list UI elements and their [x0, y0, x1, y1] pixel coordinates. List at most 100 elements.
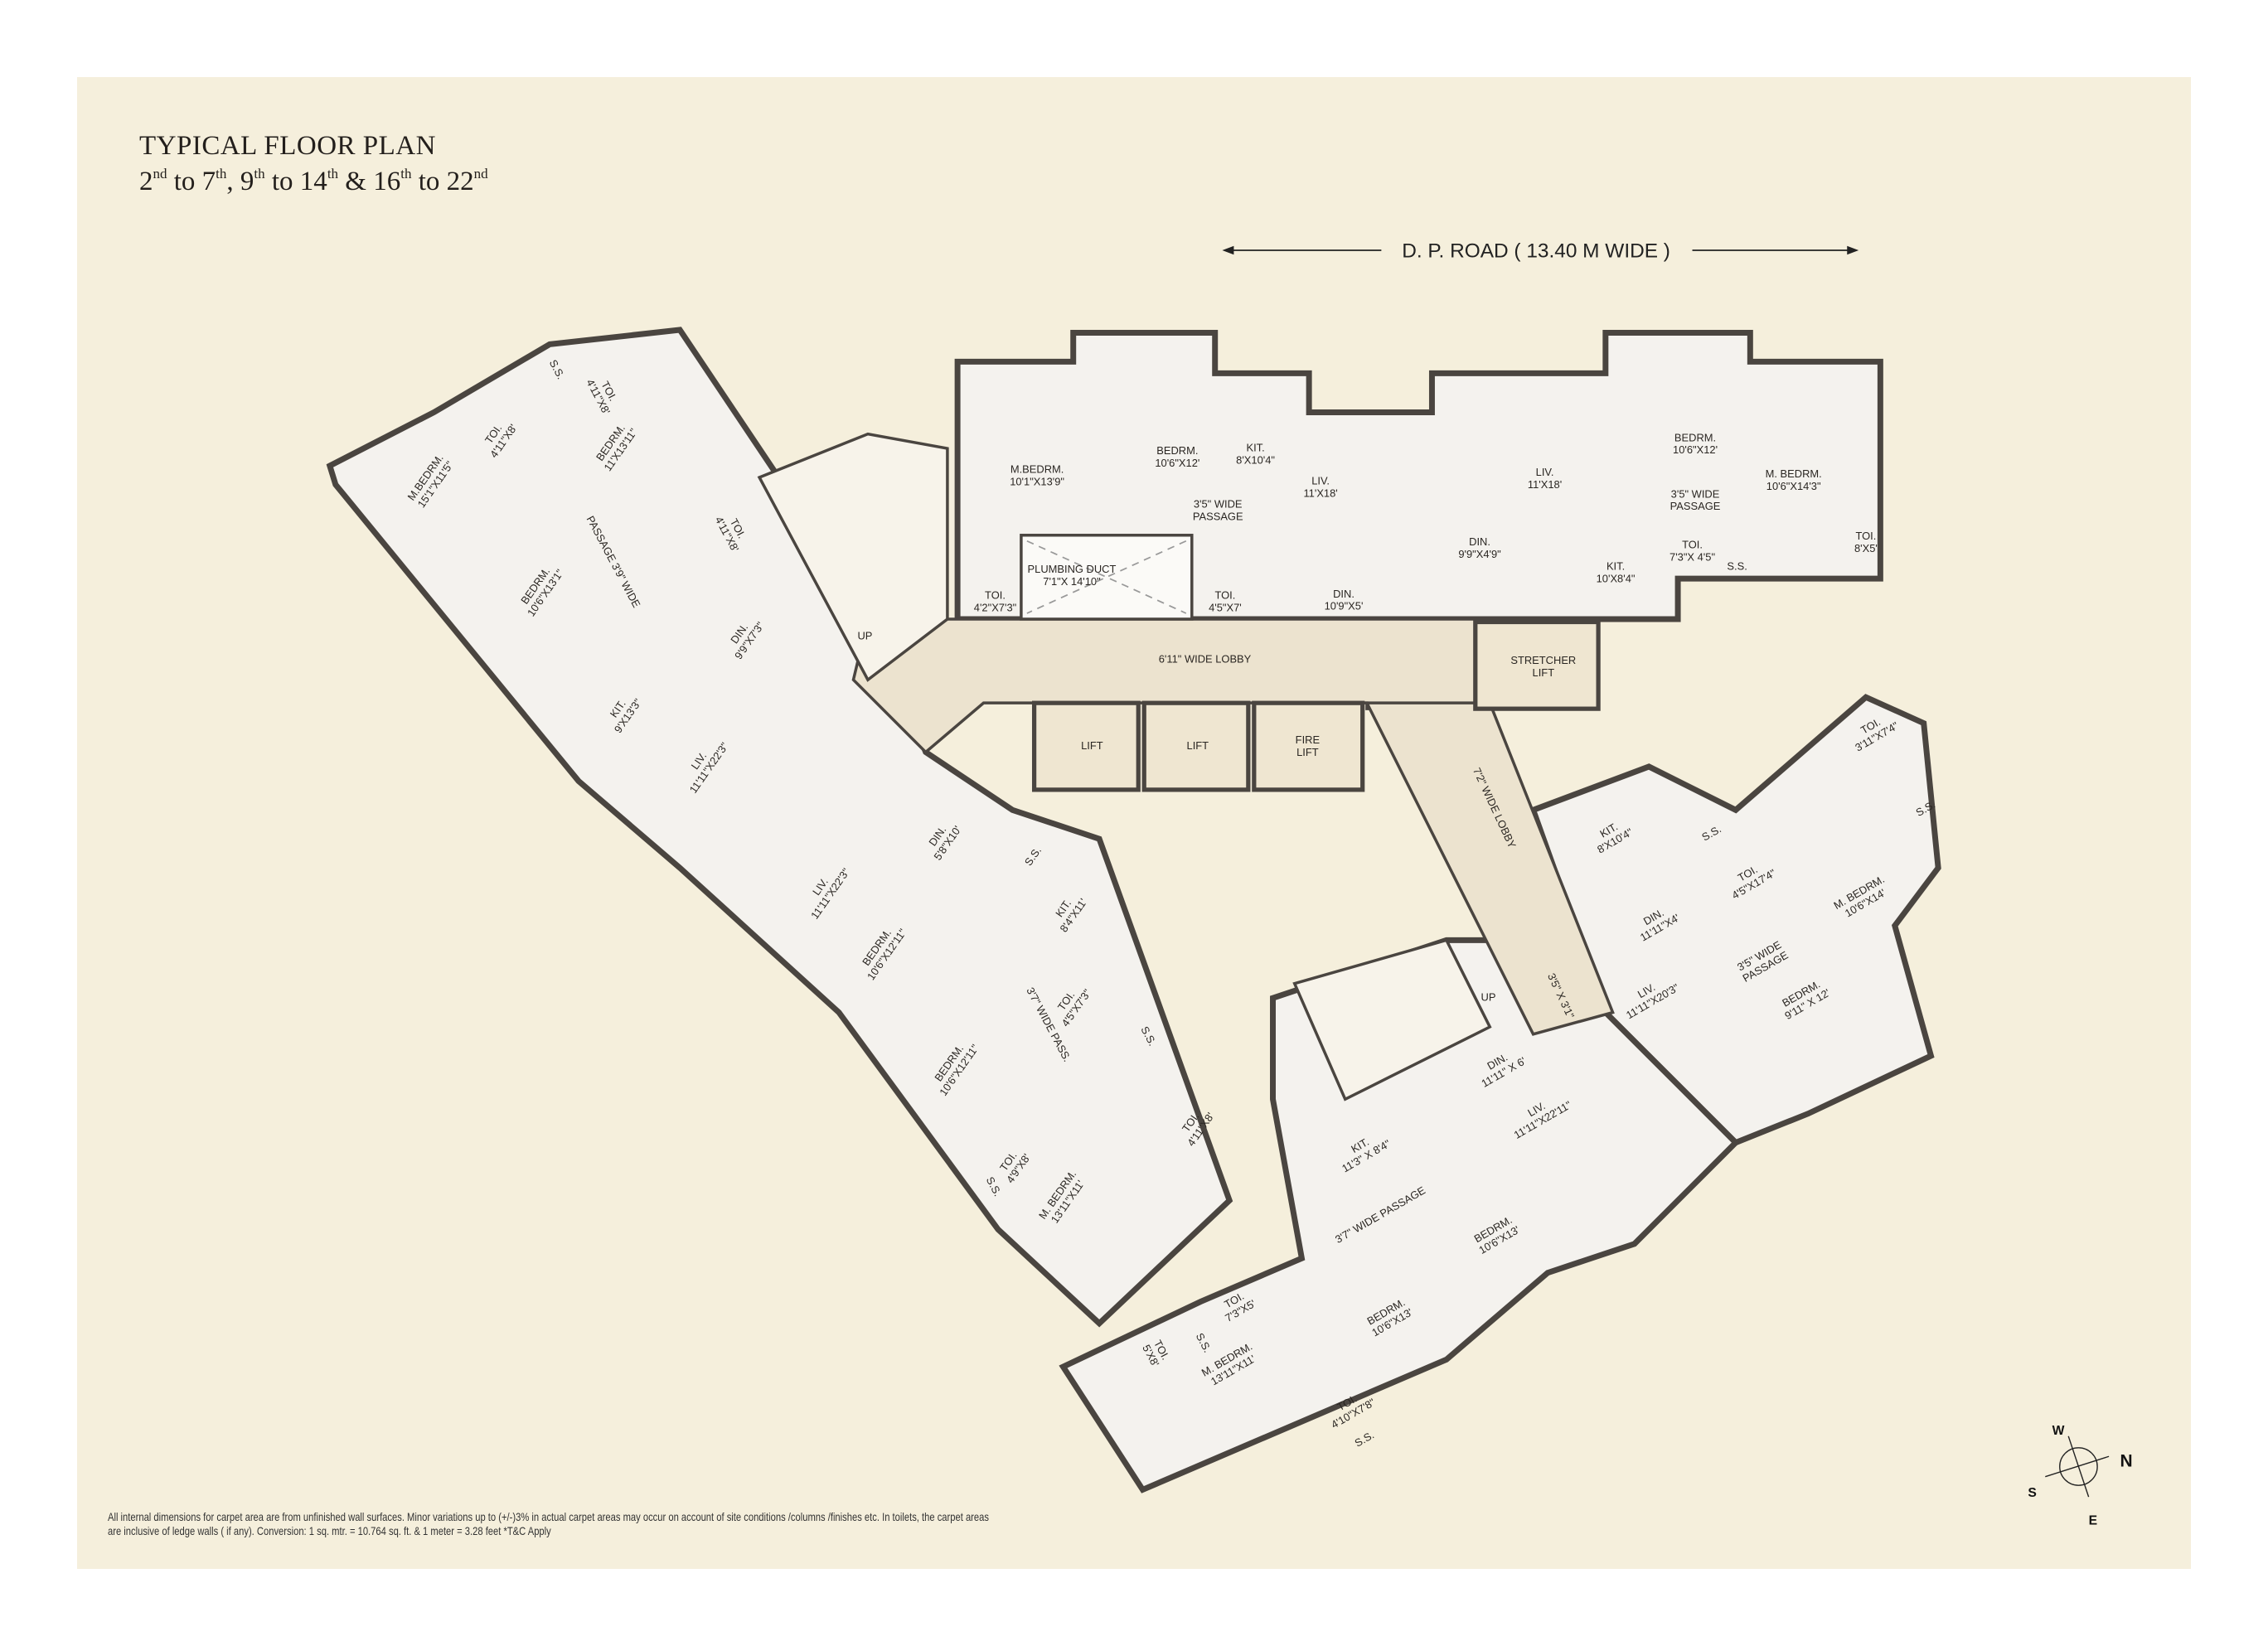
room-dimensions: 10'6"X12': [1673, 443, 1718, 456]
room-label: BEDRM.10'6"X12': [1673, 431, 1718, 456]
room-label: TOI.4'5"X7': [1209, 589, 1242, 614]
floor-suffix: nd: [153, 166, 167, 182]
plumbing-duct: [1020, 534, 1194, 621]
room-label: M. BEDRM.10'6"X14'3": [1766, 467, 1822, 492]
floor-text: 2: [139, 167, 153, 196]
room-name: LIV.: [1311, 475, 1330, 487]
room-label: TOI.8'X5': [1854, 530, 1878, 554]
footnote-line: All internal dimensions for carpet area …: [108, 1510, 989, 1523]
room-dimensions: 10'1"X13'9": [1010, 476, 1064, 488]
arrowhead-right-icon: [1847, 245, 1859, 255]
footnote-line: are inclusive of ledge walls ( if any). …: [108, 1524, 551, 1537]
compass-north: N: [2120, 1451, 2132, 1470]
floor-suffix: th: [216, 166, 227, 182]
room-name: UP: [1481, 991, 1496, 1004]
room-name: S.S.: [1727, 560, 1747, 573]
compass-east: E: [2089, 1513, 2097, 1527]
compass-south: S: [2028, 1486, 2036, 1500]
room-label: DIN.10'9"X5': [1325, 588, 1364, 612]
left-wing-units: [326, 327, 1233, 1328]
room-label: TOI.4'2"X7'3": [974, 589, 1017, 614]
room-name: 3'5" WIDE: [1671, 487, 1720, 500]
room-label: KIT.8'X10'4": [1236, 442, 1275, 467]
room-label: S.S.: [1352, 1429, 1376, 1450]
staircase-bottom: [1292, 938, 1492, 1101]
road-indicator: D. P. ROAD ( 13.40 M WIDE ): [1222, 240, 1859, 263]
plan-title: TYPICAL FLOOR PLAN: [139, 131, 436, 161]
compass-west: W: [2052, 1424, 2065, 1438]
room-name: M. BEDRM.: [1766, 467, 1822, 480]
room-name: FIRE: [1296, 733, 1321, 746]
room-name: STRETCHER: [1510, 654, 1576, 666]
floor-suffix: th: [327, 166, 339, 182]
room-dimensions: 4'2"X7'3": [974, 601, 1017, 613]
room-name: M.BEDRM.: [1010, 463, 1064, 476]
room-dimensions: 8'X5': [1854, 542, 1878, 554]
floor-suffix: nd: [473, 166, 488, 182]
room-label: LIV.11'X18': [1528, 466, 1562, 491]
room-dimensions: 9'9"X4'9": [1458, 548, 1501, 560]
room-dimensions: 10'9"X5': [1325, 600, 1364, 612]
room-dimensions: 10'6"X12': [1155, 457, 1199, 469]
room-name: S.S.: [1352, 1429, 1376, 1450]
room-name: BEDRM.: [1156, 444, 1198, 457]
room-name: PLUMBING DUCT: [1028, 563, 1117, 575]
lift-2: [1141, 700, 1251, 792]
room-dimensions: 10'6"X14'3": [1766, 480, 1821, 492]
disclaimer-footnote: All internal dimensions for carpet area …: [108, 1510, 989, 1538]
room-name: TOI.: [1214, 589, 1235, 602]
room-name: DIN.: [1469, 535, 1490, 548]
arrowhead-left-icon: [1222, 245, 1234, 255]
room-dimensions: 4'5"X7': [1209, 601, 1242, 613]
room-name: LIV.: [1536, 466, 1554, 478]
room-label: M.BEDRM.10'1"X13'9": [1010, 463, 1064, 488]
room-dimensions: 11'X18': [1528, 478, 1562, 491]
room-name: 3'5" WIDE: [1194, 498, 1243, 511]
room-label: S.S.: [1727, 560, 1747, 573]
room-name: UP: [857, 629, 872, 641]
room-dimensions: 10'X8'4": [1597, 572, 1636, 584]
room-dimensions: 7'1"X 14'10": [1043, 575, 1101, 588]
room-name: TOI.: [1682, 538, 1703, 550]
room-label: TOI.7'3"X 4'5": [1670, 538, 1715, 563]
room-dimensions: 8'X10'4": [1236, 453, 1275, 466]
room-label: KIT.10'X8'4": [1597, 560, 1636, 585]
room-name: TOI.: [1855, 530, 1876, 542]
side-lobby: [1364, 701, 1615, 1036]
floor-suffix: th: [254, 166, 265, 182]
room-dimensions: 11'X18': [1303, 487, 1337, 500]
lift-1: [1031, 700, 1141, 792]
room-name: 6'11" WIDE LOBBY: [1159, 652, 1252, 665]
room-dimensions: 7'3"X 4'5": [1670, 550, 1715, 563]
floor-text: to 14: [264, 167, 327, 196]
room-name: LIFT: [1081, 739, 1103, 752]
floor-text: , 9: [226, 167, 254, 196]
floor-text: to 22: [411, 167, 474, 196]
room-name: KIT.: [1246, 442, 1264, 454]
staircase-top: [757, 432, 949, 682]
room-dimensions: PASSAGE: [1670, 500, 1721, 512]
room-dimensions: PASSAGE: [1193, 510, 1243, 522]
room-label: 6'11" WIDE LOBBY: [1159, 652, 1252, 665]
floor-text: & 16: [338, 167, 401, 196]
room-name: LIFT: [1187, 739, 1209, 752]
room-label: UP: [1481, 991, 1496, 1004]
fire-lift: [1252, 700, 1365, 792]
room-label: UP: [857, 629, 872, 641]
room-label: LIFT: [1187, 739, 1209, 752]
floor-suffix: th: [400, 166, 412, 182]
room-dimensions: LIFT: [1296, 746, 1319, 758]
room-label: TOI.5'X8': [1140, 1337, 1172, 1369]
room-name: TOI.: [985, 589, 1006, 602]
room-label: DIN.9'9"X4'9": [1458, 535, 1501, 560]
room-label: BEDRM.10'6"X12': [1155, 444, 1199, 469]
floor-text: to 7: [167, 167, 216, 196]
stretcher-lift: [1473, 619, 1601, 711]
room-name: DIN.: [1333, 588, 1354, 600]
road-label: D. P. ROAD ( 13.40 M WIDE ): [1402, 240, 1670, 263]
room-label: LIV.11'X18': [1303, 475, 1337, 500]
